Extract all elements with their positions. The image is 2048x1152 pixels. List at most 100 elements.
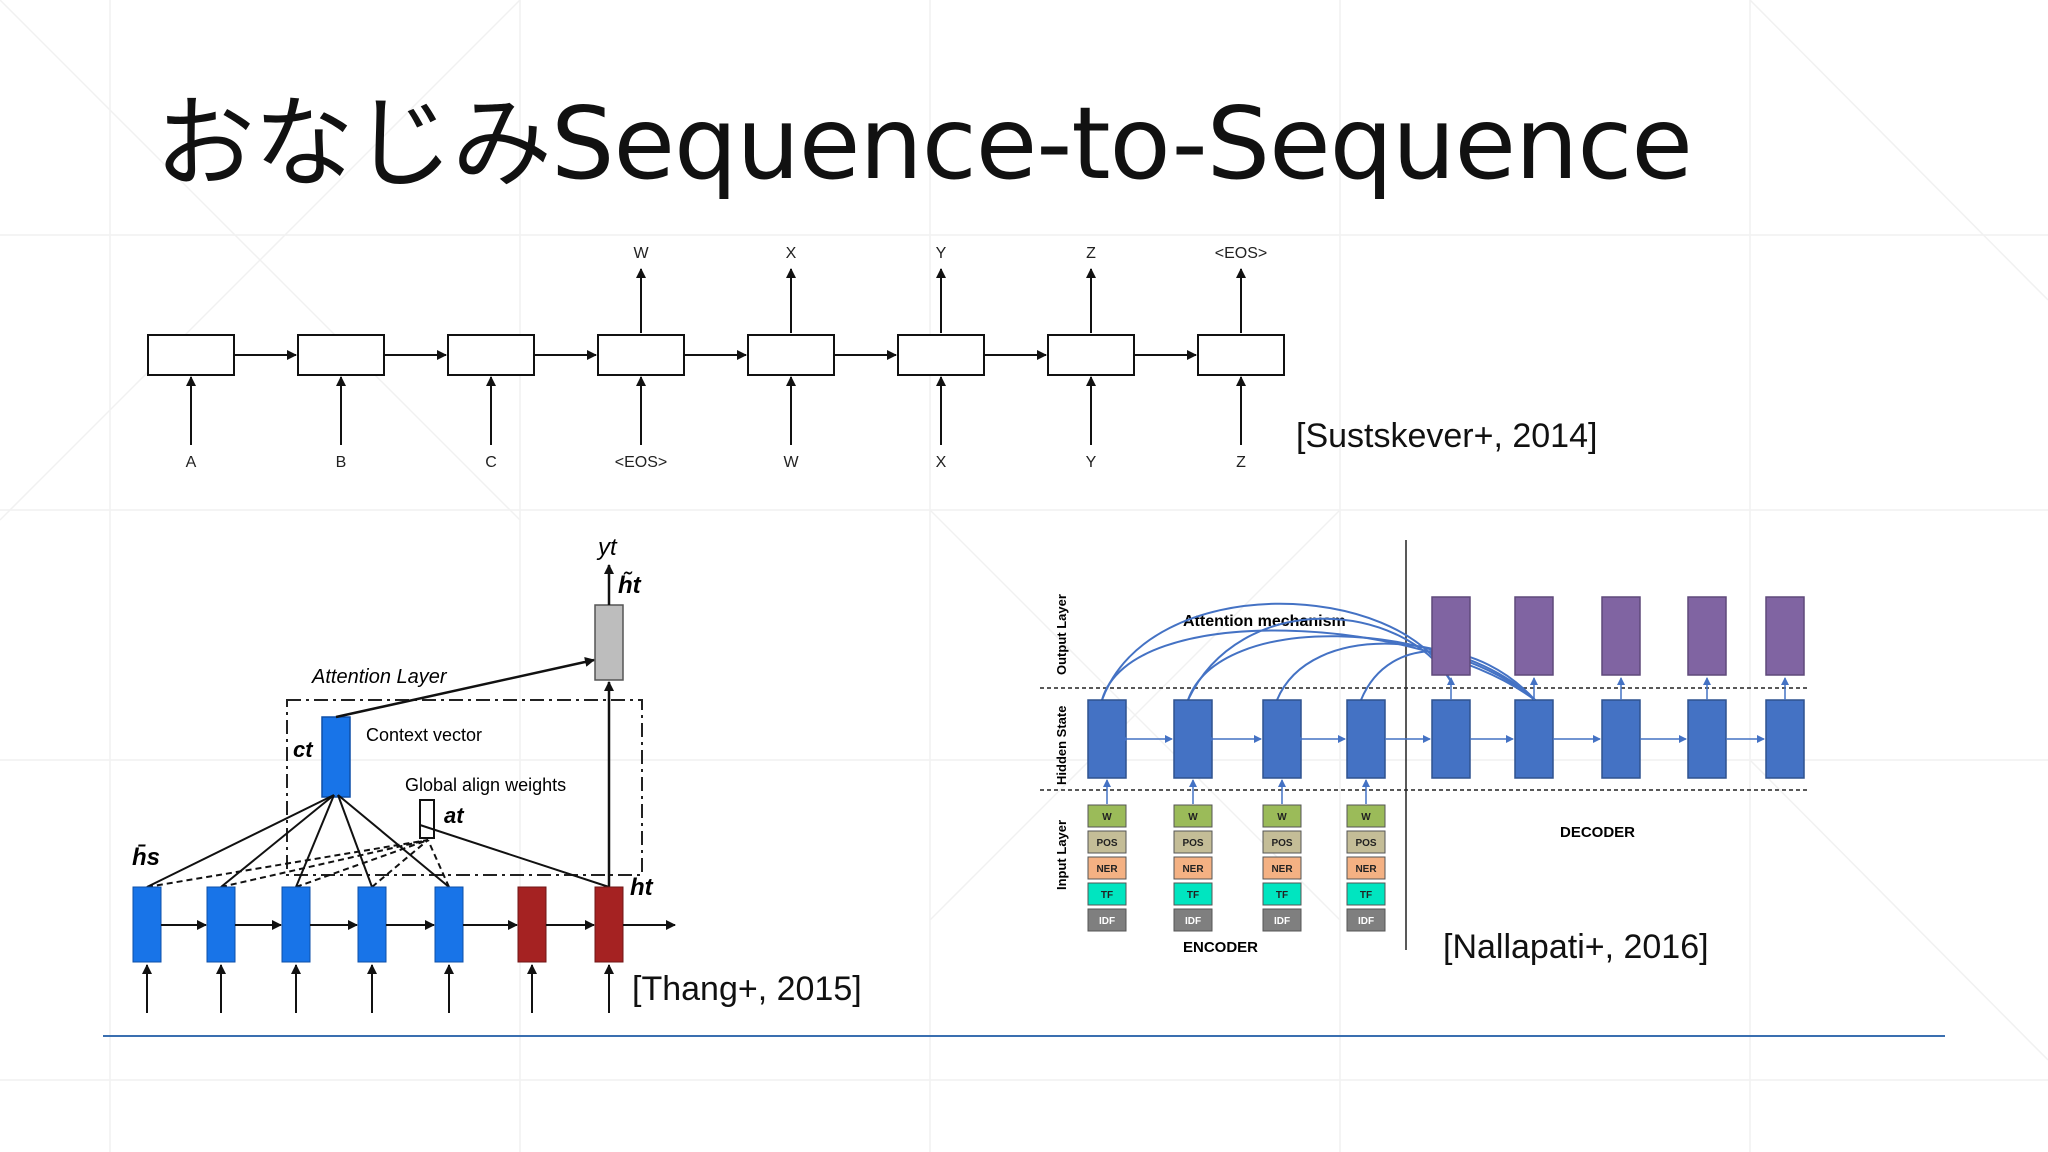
decoder-hidden-state [1687,699,1727,779]
feature-cell [1087,882,1127,906]
source-state [206,886,236,963]
feature-cell [1087,856,1127,880]
decoder-output-state [1431,596,1471,676]
attention-diagram: yt h̃t ct Context vector Attention Layer… [132,534,676,1013]
feature-cell [1262,804,1302,828]
citation-nallapati: [Nallapati+, 2016] [1443,928,1709,966]
feature-label: W [1188,812,1198,823]
output-token: Y [936,245,947,262]
rnn-cell [147,334,235,376]
align-weights-label: Global align weights [405,775,566,795]
feature-cell [1346,908,1386,932]
encoder-hidden-state [1087,699,1127,779]
output-token: Z [1086,245,1096,262]
feature-label: W [1361,812,1371,823]
feature-label: W [1102,812,1112,823]
attention-layer-label: Attention Layer [311,666,448,688]
feature-label: POS [1096,838,1117,849]
slide-title: おなじみSequence-to-Sequence [155,85,1693,202]
encoder-hidden-state [1262,699,1302,779]
rnn-cell [297,334,385,376]
feature-cell [1087,804,1127,828]
decoder-hidden-state [1431,699,1471,779]
input-token: B [336,454,347,471]
output-token: <EOS> [1215,245,1267,262]
rnn-cell [747,334,835,376]
input-token: A [186,454,197,471]
context-vector-label: Context vector [366,725,482,745]
output-layer-label: Output Layer [1054,594,1069,675]
decoder-output-state [1601,596,1641,676]
feature-cell [1173,882,1213,906]
input-token: <EOS> [615,454,667,471]
target-state [594,886,624,963]
feature-label: TF [1101,890,1113,901]
rnn-cell [897,334,985,376]
feature-label: IDF [1274,916,1290,927]
context-vector-box [321,716,351,798]
source-state [434,886,464,963]
hs-label: h̄s [132,844,160,871]
input-token: C [485,454,497,471]
citation-thang: [Thang+, 2015] [632,970,862,1008]
feature-label: TF [1276,890,1288,901]
output-token: X [786,245,797,262]
encoder-states [132,886,624,963]
output-token: W [633,245,649,262]
bottom-rule [103,1035,1945,1037]
source-state [357,886,387,963]
h-tilde-label: h̃t [618,571,642,599]
input-token: Y [1086,454,1097,471]
input-layer-label: Input Layer [1054,820,1069,890]
attention-mechanism-label: Attention mechanism [1183,613,1346,630]
feature-cell [1262,856,1302,880]
feature-label: TF [1360,890,1372,901]
decoder-output-state [1514,596,1554,676]
rnn-cell [1047,334,1135,376]
feature-cell [1346,856,1386,880]
yt-label: yt [596,534,618,561]
feature-cell [1262,908,1302,932]
decoder-hidden-state [1765,699,1805,779]
feature-cell [1173,830,1213,854]
ht-label: ht [630,874,654,901]
feature-cell [1087,830,1127,854]
hidden-state-label: Hidden State [1054,706,1069,785]
feature-label: POS [1355,838,1376,849]
feature-label: IDF [1358,916,1374,927]
feature-label: IDF [1185,916,1201,927]
at-label: at [444,803,465,828]
feature-label: POS [1271,838,1292,849]
feature-cell [1346,830,1386,854]
decoder-output-state [1687,596,1727,676]
rnn-cell [597,334,685,376]
feature-label: NER [1271,864,1293,875]
feature-cell [1173,856,1213,880]
feature-cell [1346,804,1386,828]
feature-label: TF [1187,890,1199,901]
decoder-label: DECODER [1560,824,1635,841]
input-token: X [936,454,947,471]
nallapati-diagram: Output Layer Hidden State Input Layer At… [1040,540,1810,956]
encoder-hidden-state [1173,699,1213,779]
feature-cell [1173,908,1213,932]
feature-cell [1087,908,1127,932]
rnn-cell [1197,334,1285,376]
feature-cell [1173,804,1213,828]
decoder-hidden-state [1514,699,1554,779]
encoder-label: ENCODER [1183,939,1258,956]
decoder-hidden-state [1601,699,1641,779]
feature-cell [1346,882,1386,906]
feature-cell [1262,830,1302,854]
source-state [281,886,311,963]
ct-label: ct [293,737,314,762]
feature-label: NER [1355,864,1377,875]
feature-label: W [1277,812,1287,823]
feature-label: IDF [1099,916,1115,927]
feature-label: POS [1182,838,1203,849]
feature-label: NER [1182,864,1204,875]
target-state [517,886,547,963]
feature-label: NER [1096,864,1118,875]
